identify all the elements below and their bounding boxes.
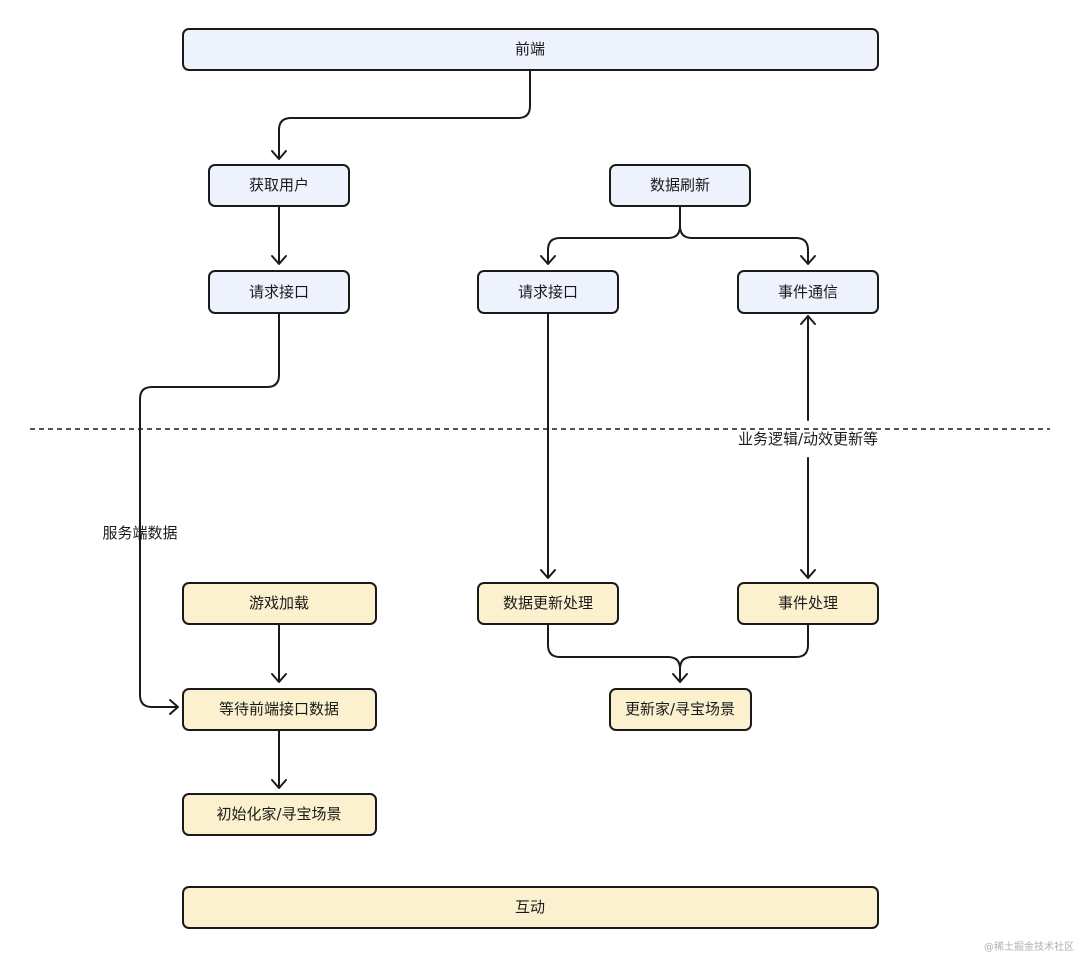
arrowhead	[271, 779, 287, 789]
arrowhead	[271, 150, 287, 160]
arrowhead	[672, 673, 688, 683]
node-data-refresh: 数据刷新	[609, 164, 751, 207]
node-request-api-left-label: 请求接口	[249, 283, 309, 301]
arrowhead	[169, 699, 179, 715]
arrowhead	[800, 255, 816, 265]
node-get-user-label: 获取用户	[249, 176, 309, 194]
node-event-process: 事件处理	[737, 582, 879, 625]
node-init-home-scene: 初始化家/寻宝场景	[182, 793, 377, 836]
node-event-comm: 事件通信	[737, 270, 879, 314]
node-frontend: 前端	[182, 28, 879, 71]
node-init-home-scene-label: 初始化家/寻宝场景	[216, 805, 341, 823]
node-request-api-left: 请求接口	[208, 270, 350, 314]
edge-server-data	[139, 312, 280, 708]
edge-merge-to-update-scene	[547, 623, 809, 682]
node-frontend-label: 前端	[515, 40, 545, 58]
node-request-api-right: 请求接口	[477, 270, 619, 314]
node-interaction: 互动	[182, 886, 879, 929]
node-event-comm-label: 事件通信	[778, 283, 838, 301]
watermark: @稀土掘金技术社区	[984, 942, 1074, 953]
node-data-refresh-label: 数据刷新	[650, 176, 710, 194]
edge-frontend-to-get-user	[278, 69, 531, 158]
node-update-home-scene: 更新家/寻宝场景	[609, 688, 752, 731]
node-wait-frontend-data: 等待前端接口数据	[182, 688, 377, 731]
node-game-load: 游戏加载	[182, 582, 377, 625]
node-event-process-label: 事件处理	[778, 594, 838, 612]
business-logic-label: 业务逻辑/动效更新等	[738, 430, 878, 448]
arrowhead	[271, 673, 287, 683]
server-data-label: 服务端数据	[102, 524, 177, 542]
node-update-home-scene-label: 更新家/寻宝场景	[625, 700, 735, 718]
node-game-load-label: 游戏加载	[249, 594, 309, 612]
node-wait-frontend-data-label: 等待前端接口数据	[219, 700, 339, 718]
node-get-user: 获取用户	[208, 164, 350, 207]
node-request-api-right-label: 请求接口	[518, 283, 578, 301]
node-data-update-process: 数据更新处理	[477, 582, 619, 625]
edge-refresh-split	[547, 205, 809, 264]
arrowhead	[540, 255, 556, 265]
arrowhead	[800, 569, 816, 579]
node-data-update-process-label: 数据更新处理	[503, 594, 593, 612]
arrowhead	[800, 315, 816, 325]
node-interaction-label: 互动	[515, 898, 545, 916]
arrowhead	[540, 569, 556, 579]
arrowhead	[271, 255, 287, 265]
